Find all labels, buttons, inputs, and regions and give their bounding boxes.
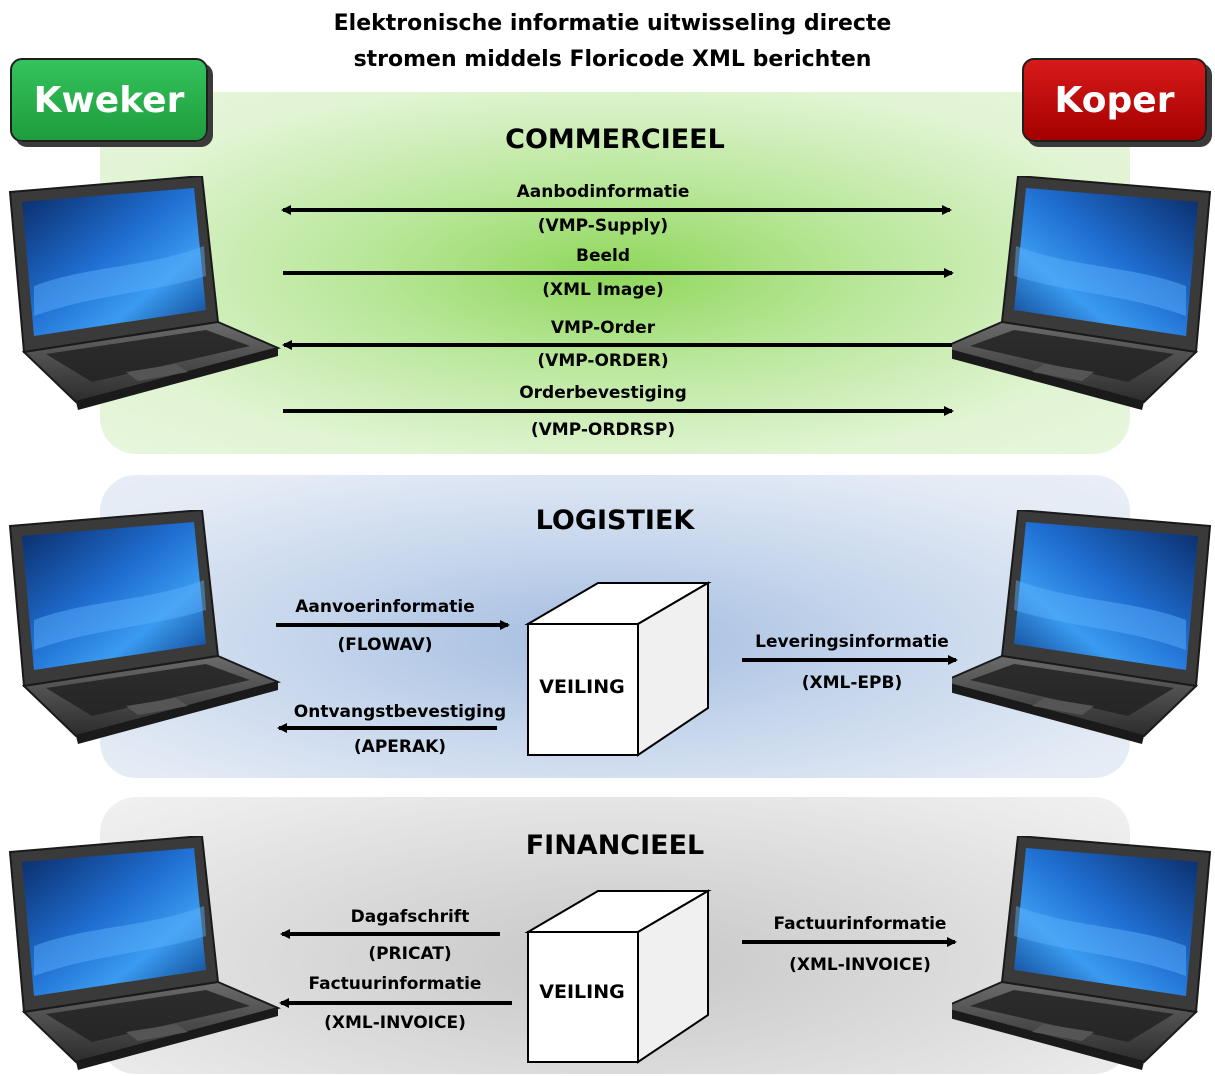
flow-code: (VMP-ORDRSP)	[530, 420, 676, 440]
diagram-title: Elektronische informatie uitwisseling di…	[250, 6, 975, 78]
flow-code: (VMP-ORDER)	[537, 351, 669, 371]
laptop-icon	[6, 508, 282, 750]
flow-code: (XML Image)	[542, 280, 664, 300]
title-line-1: Elektronische informatie uitwisseling di…	[333, 11, 892, 36]
veiling-label-financieel: VEILING	[539, 981, 625, 1003]
flow-label: Beeld	[575, 246, 630, 266]
flow-code: (XML-INVOICE)	[789, 955, 931, 975]
laptop-icon	[938, 174, 1215, 416]
flow-code: (APERAK)	[353, 737, 447, 757]
financieel-title: FINANCIEEL	[525, 830, 705, 861]
flow-code: (FLOWAV)	[337, 635, 433, 655]
veiling-cube-logistiek	[524, 581, 712, 757]
flow-label: Aanbodinformatie	[516, 182, 690, 202]
laptop-icon	[938, 508, 1215, 750]
laptop-icon	[6, 834, 282, 1076]
title-line-2: stromen middels Floricode XML berichten	[353, 47, 872, 72]
flow-label: Leveringsinformatie	[755, 632, 949, 652]
flow-code: (XML-INVOICE)	[324, 1013, 466, 1033]
flow-label: Ontvangstbevestiging	[293, 702, 507, 722]
flow-label: Aanvoerinformatie	[295, 597, 475, 617]
flow-label: Dagafschrift	[350, 907, 470, 927]
laptop-icon	[938, 834, 1215, 1076]
kweker-badge: Kweker	[10, 58, 208, 142]
flow-code: (VMP-Supply)	[537, 216, 669, 236]
veiling-cube-financieel	[524, 889, 712, 1064]
veiling-label-logistiek: VEILING	[539, 676, 625, 698]
flow-code: (PRICAT)	[368, 944, 452, 964]
flow-label: Orderbevestiging	[519, 383, 687, 403]
laptop-icon	[6, 174, 282, 416]
commercieel-title: COMMERCIEEL	[505, 124, 725, 155]
logistiek-title: LOGISTIEK	[535, 505, 695, 536]
flow-label: VMP-Order	[550, 318, 656, 338]
koper-badge: Koper	[1022, 58, 1207, 142]
flow-label: Factuurinformatie	[773, 914, 947, 934]
flow-code: (XML-EPB)	[801, 673, 903, 693]
flow-label: Factuurinformatie	[308, 974, 482, 994]
